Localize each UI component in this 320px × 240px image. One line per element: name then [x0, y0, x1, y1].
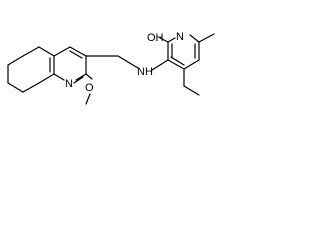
bond [53, 46, 71, 57]
bond [189, 34, 200, 43]
quinoline-nitrogen-label: N [65, 78, 73, 90]
bond [75, 73, 87, 81]
bond [69, 50, 83, 59]
bond [53, 73, 65, 81]
hydroxyl-label: OH [147, 32, 164, 44]
bond [167, 59, 185, 70]
molecule-structure: OH N NH N O [7, 31, 215, 105]
bond [38, 73, 55, 84]
bond [198, 33, 215, 43]
atom-label-layer: OH N NH N O [65, 31, 184, 94]
bond [167, 37, 176, 43]
bond [151, 59, 169, 71]
pyridinone-nitrogen-label: N [176, 31, 184, 43]
bond [22, 46, 40, 57]
bond [73, 76, 84, 84]
methoxy-oxygen-label: O [85, 82, 94, 94]
amine-label: NH [137, 66, 153, 78]
bond-layer [7, 33, 215, 105]
bond [22, 82, 40, 93]
bond [85, 93, 91, 105]
bond [183, 59, 200, 70]
bond [117, 55, 139, 69]
bond [7, 55, 24, 66]
bond [159, 37, 169, 43]
bond [7, 82, 24, 93]
bond [183, 85, 200, 96]
bond [38, 46, 55, 57]
bond [170, 56, 185, 66]
bond [69, 46, 87, 57]
bond [85, 73, 93, 80]
